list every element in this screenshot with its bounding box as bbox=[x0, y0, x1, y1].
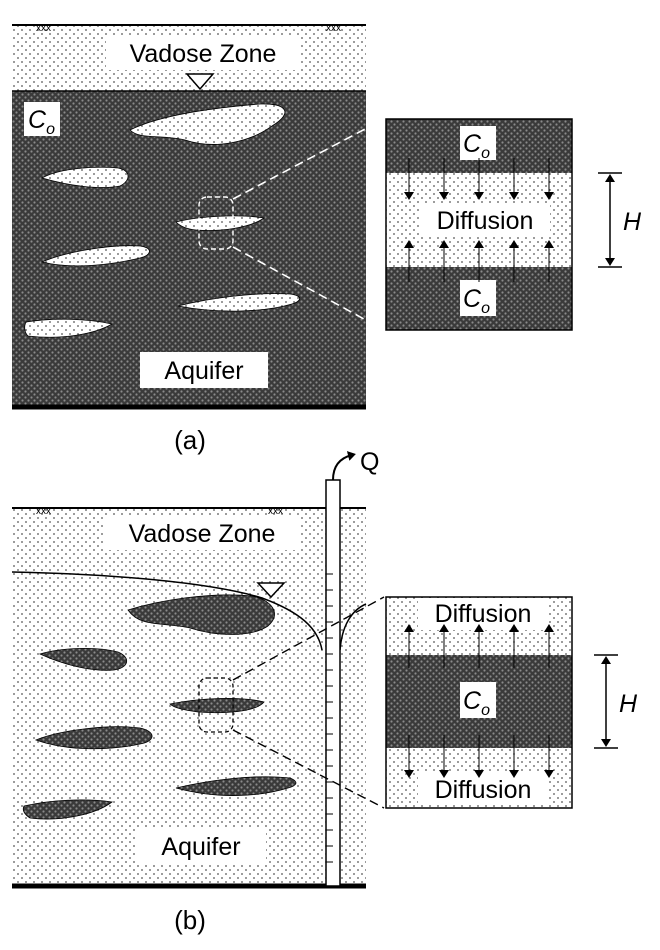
caption-a: (a) bbox=[174, 425, 206, 455]
clay-lens-b-5 bbox=[175, 776, 297, 796]
inset-b-down-arrows bbox=[404, 735, 554, 778]
aquifer-region-b bbox=[12, 508, 366, 886]
panel-b: xxx xxx Vadose Zone Aquifer bbox=[11, 448, 638, 935]
clay-lens-a-4 bbox=[40, 245, 150, 267]
zoom-region-b bbox=[198, 677, 234, 733]
clay-lens-b-2 bbox=[38, 647, 127, 671]
clay-lens-a-1 bbox=[129, 103, 286, 145]
clay-lens-a-6 bbox=[24, 318, 114, 338]
inset-a-down-arrows bbox=[404, 158, 554, 200]
inset-b-thickness-label: H bbox=[619, 690, 638, 718]
inset-b: Diffusion Co Diffusion bbox=[385, 596, 638, 809]
clay-lens-a-3 bbox=[175, 215, 266, 231]
zoom-leader-bottom-b bbox=[232, 729, 385, 809]
clay-lens-a-5 bbox=[177, 293, 301, 312]
clay-lens-a-2 bbox=[40, 166, 129, 188]
well-casing bbox=[325, 479, 341, 887]
pump-rate-label: Q bbox=[360, 448, 379, 476]
inset-a: Co Co Diffusion H bbox=[385, 118, 642, 331]
inset-a-up-arrows bbox=[404, 240, 554, 282]
inset-a-thickness-label: H bbox=[623, 208, 642, 236]
clay-lens-b-4 bbox=[34, 726, 153, 750]
vadose-zone-label-a: Vadose Zone bbox=[130, 40, 277, 68]
aquifer-label-a: Aquifer bbox=[164, 357, 243, 385]
inset-b-frame bbox=[385, 596, 573, 809]
clay-lens-b-3 bbox=[169, 697, 265, 714]
water-table-symbol-a bbox=[185, 73, 215, 91]
pumping-well: Q bbox=[325, 448, 379, 887]
panel-a: xxx xxx Vadose Zone Co Aquifer bbox=[12, 23, 642, 455]
caption-b: (b) bbox=[174, 905, 206, 935]
well-screen-slots bbox=[326, 573, 333, 863]
conc-label-a: Co bbox=[28, 106, 55, 138]
ground-hatch-left-a: xxx bbox=[36, 23, 51, 34]
inset-a-bottom-conc-label: Co bbox=[463, 285, 490, 317]
water-table-b bbox=[11, 571, 323, 651]
clay-lens-b-6 bbox=[22, 799, 114, 820]
zoom-leader-bottom-a bbox=[232, 246, 385, 331]
water-table-symbol-b bbox=[256, 582, 286, 599]
ground-hatch-right-b: xxx bbox=[268, 506, 283, 517]
zoom-leader-top-b bbox=[232, 596, 385, 681]
inset-b-up-arrows bbox=[404, 624, 554, 668]
inset-a-frame bbox=[385, 118, 573, 331]
inset-b-top-diffusion-label: Diffusion bbox=[435, 600, 532, 628]
vadose-zone-label-b: Vadose Zone bbox=[129, 520, 276, 548]
inset-b-bottom-diffusion-label: Diffusion bbox=[435, 776, 532, 804]
zoom-region-a bbox=[198, 196, 234, 250]
inset-a-top-conc-label: Co bbox=[463, 130, 490, 162]
pump-discharge-arrow bbox=[332, 451, 356, 481]
inset-a-diffusion-label: Diffusion bbox=[437, 207, 534, 235]
clay-lens-b-1 bbox=[127, 594, 275, 635]
ground-hatch-left-b: xxx bbox=[36, 506, 51, 517]
inset-b-conc-label: Co bbox=[463, 687, 490, 719]
zoom-leader-top-a bbox=[232, 118, 385, 200]
ground-hatch-right-a: xxx bbox=[326, 23, 341, 34]
aquifer-label-b: Aquifer bbox=[161, 833, 240, 861]
